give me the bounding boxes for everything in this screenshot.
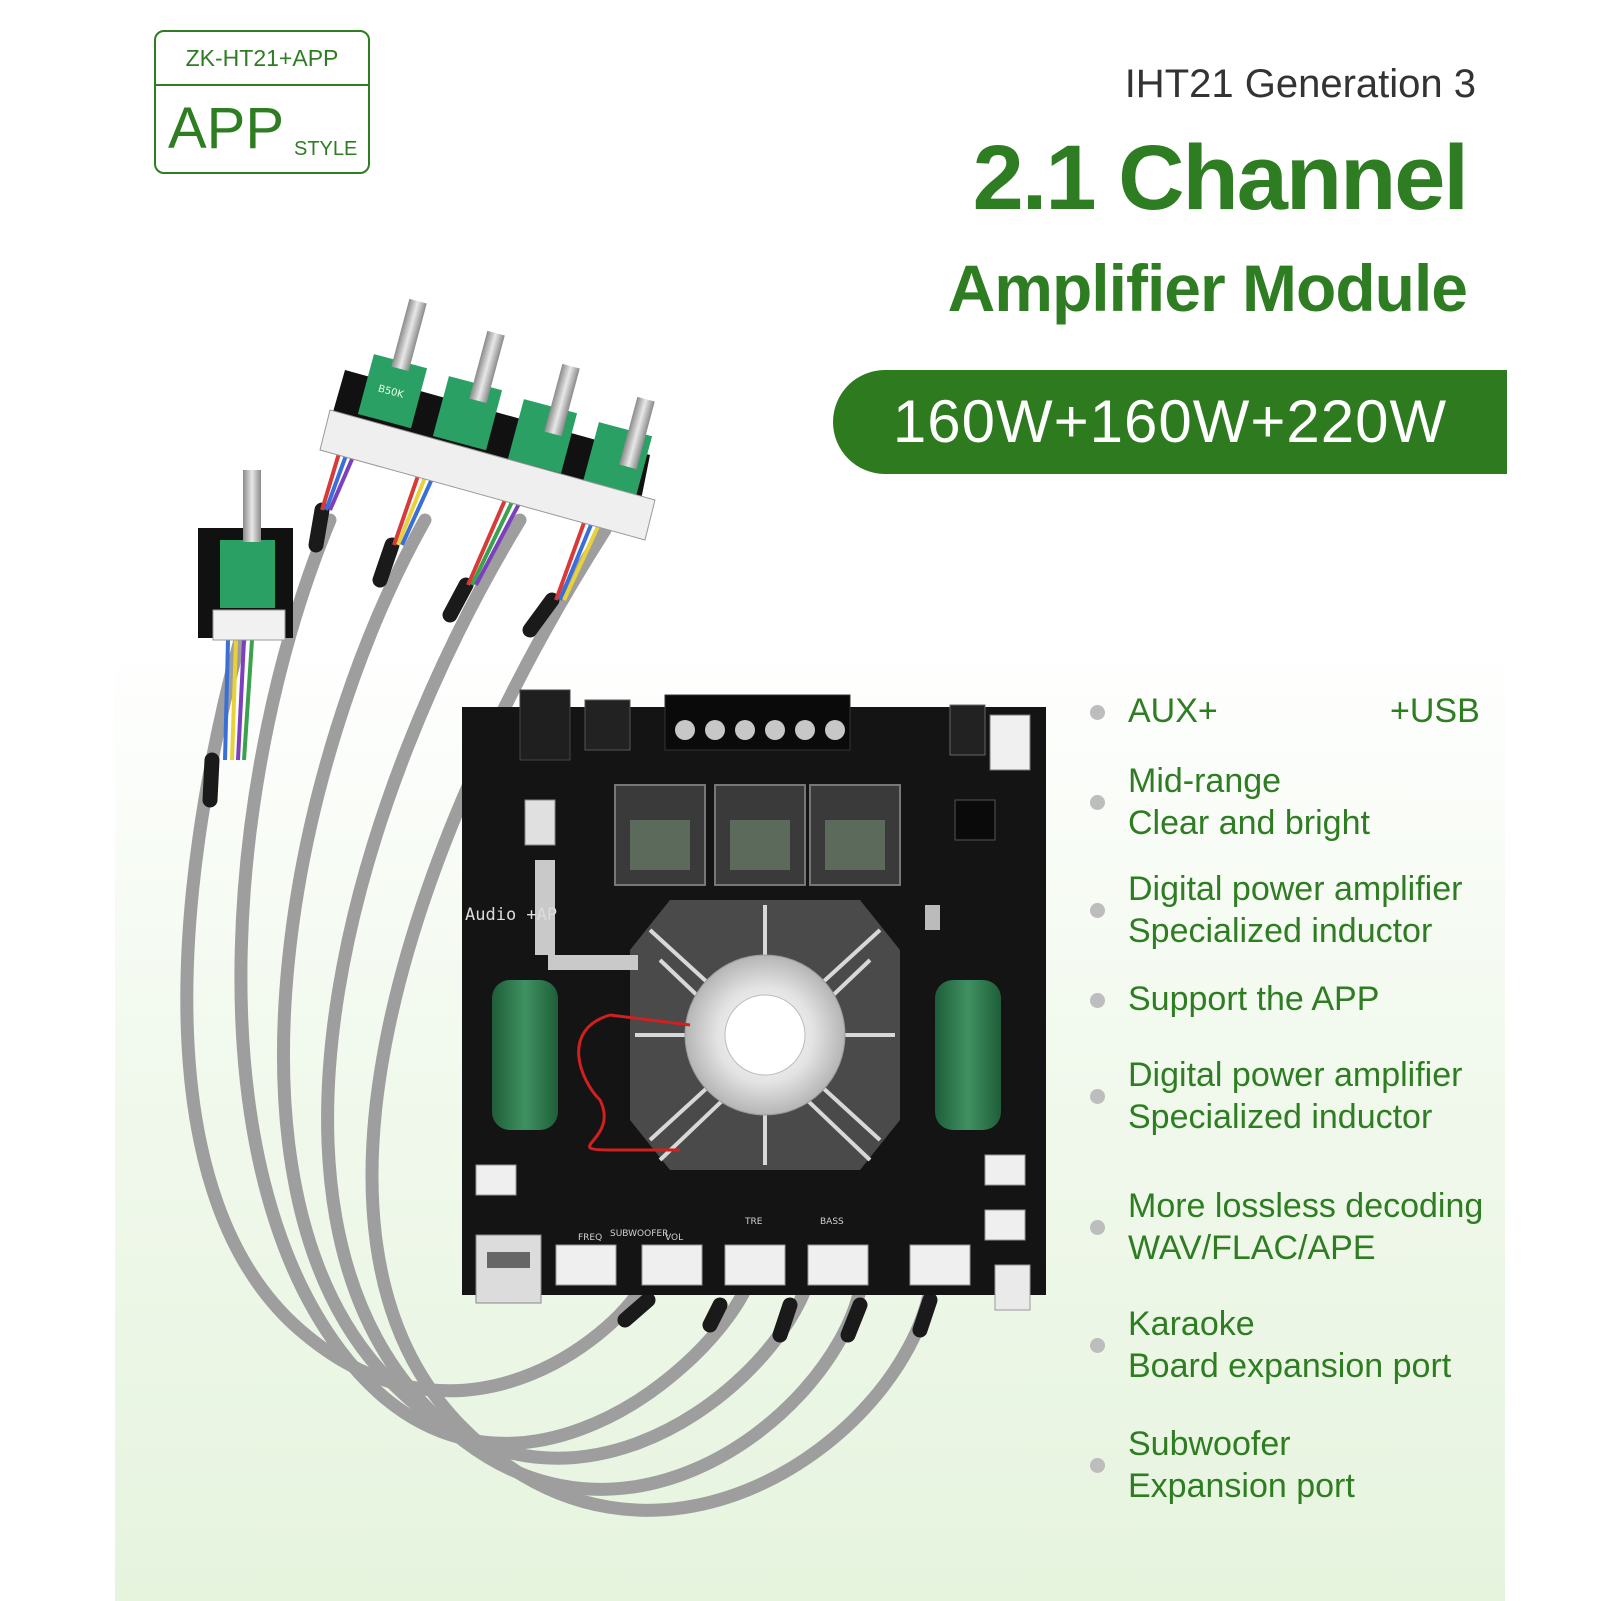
product-title-line2: Amplifier Module bbox=[947, 251, 1468, 325]
bullet-icon bbox=[1090, 993, 1105, 1008]
feature-line: Karaoke bbox=[1128, 1305, 1255, 1343]
feature-line: Subwoofer bbox=[1128, 1425, 1291, 1463]
feature-line: AUX+ bbox=[1128, 692, 1218, 730]
cable-bundle bbox=[180, 513, 937, 1517]
badge-model: ZK-HT21+APP bbox=[156, 32, 368, 86]
badge-style: STYLE bbox=[294, 138, 358, 160]
cable-1 bbox=[180, 633, 647, 1398]
silk-pot-label-vol: VOL bbox=[665, 1233, 683, 1243]
feature-line: WAV/FLAC/APE bbox=[1128, 1229, 1376, 1267]
feature-line: Digital power amplifier bbox=[1128, 1056, 1463, 1094]
silk-pot-label-tre: TRE bbox=[744, 1217, 763, 1227]
cable-3 bbox=[277, 513, 812, 1465]
silk-pot-label-bass: BASS bbox=[820, 1217, 844, 1227]
bullet-icon bbox=[1090, 1089, 1105, 1104]
bullet-icon bbox=[1090, 1458, 1105, 1473]
bullet-icon bbox=[1090, 795, 1105, 810]
bullet-icon bbox=[1090, 1220, 1105, 1235]
feature-line: Specialized inductor bbox=[1128, 912, 1433, 950]
feature-line: Mid-range bbox=[1128, 762, 1282, 800]
pcb-main: Audio +AP FREQ SUBWOOFER VOL TRE BASS B5… bbox=[377, 384, 1046, 1311]
silk-audio-label: Audio +AP bbox=[465, 905, 557, 925]
feature-line: Clear and bright bbox=[1128, 804, 1370, 842]
wire-bundles bbox=[223, 449, 603, 761]
bullet-icon bbox=[1090, 705, 1105, 720]
power-banner: 160W+160W+220W bbox=[833, 370, 1507, 474]
feature-line-usb: +USB bbox=[1390, 692, 1480, 730]
cable-2 bbox=[234, 513, 752, 1450]
product-subtitle: IHT21 Generation 3 bbox=[1124, 62, 1476, 106]
model-badge: ZK-HT21+APP APP STYLE bbox=[154, 30, 370, 174]
silk-pot-label-subwoofer: SUBWOOFER bbox=[610, 1229, 668, 1239]
potentiometer-board-quad bbox=[319, 298, 656, 541]
silk-pot-label-freq: FREQ bbox=[578, 1233, 602, 1243]
cable-4 bbox=[321, 513, 867, 1496]
potentiometer-board-single bbox=[198, 470, 293, 641]
feature-line: Board expansion port bbox=[1128, 1347, 1452, 1385]
feature-line: Expansion port bbox=[1128, 1467, 1355, 1505]
cable-sleeves bbox=[202, 502, 938, 1343]
feature-line: Specialized inductor bbox=[1128, 1098, 1433, 1136]
feature-line: Support the APP bbox=[1128, 980, 1380, 1018]
badge-app: APP bbox=[168, 96, 285, 161]
feature-line: More lossless decoding bbox=[1128, 1187, 1484, 1225]
cable-5 bbox=[365, 523, 937, 1517]
bullet-icon bbox=[1090, 1338, 1105, 1353]
feature-line: Digital power amplifier bbox=[1128, 870, 1463, 908]
bullet-icon bbox=[1090, 903, 1105, 918]
product-title-line1: 2.1 Channel bbox=[972, 127, 1469, 229]
